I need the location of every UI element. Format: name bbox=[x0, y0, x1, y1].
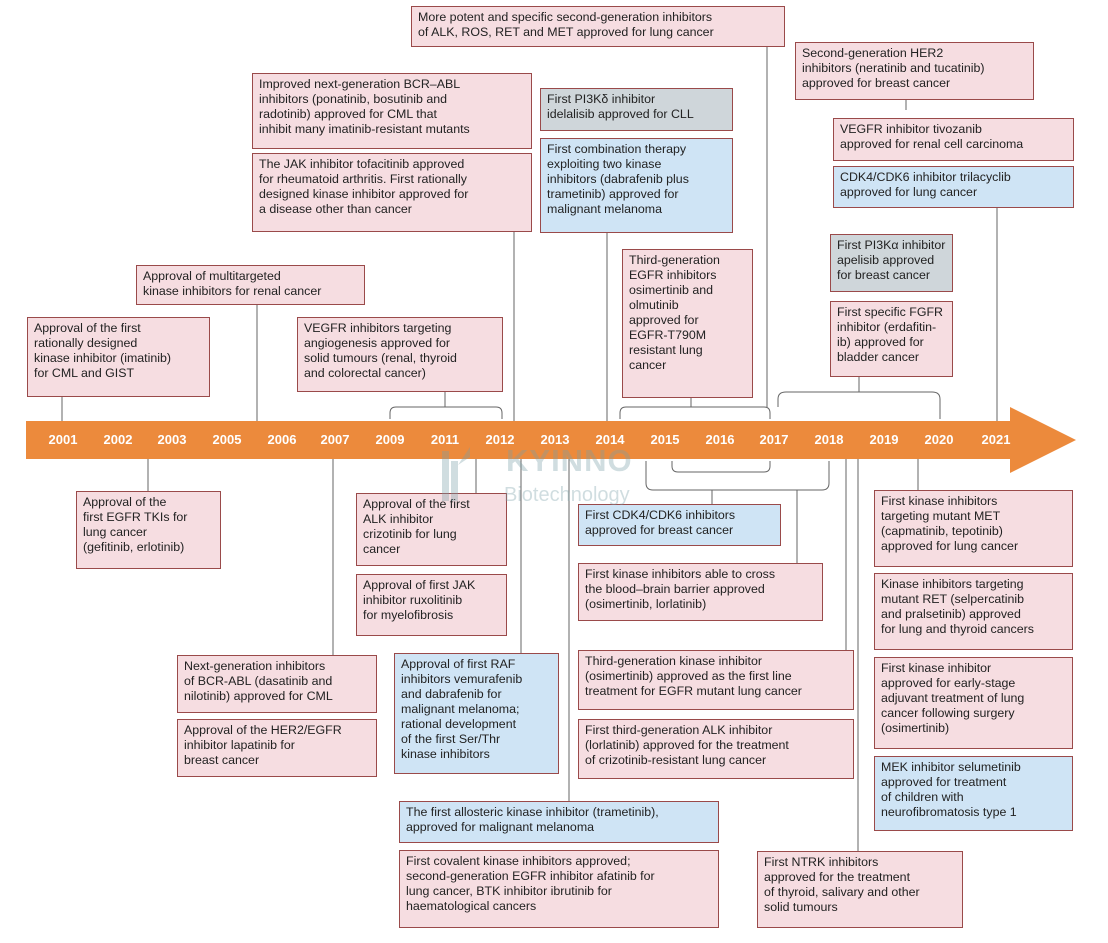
year-label: 2005 bbox=[212, 432, 242, 447]
event-box-2019a: First PI3Kα inhibitor apelisib approved … bbox=[830, 234, 953, 292]
event-box-2012b: The JAK inhibitor tofacitinib approved f… bbox=[252, 153, 532, 232]
year-label: 2020 bbox=[924, 432, 954, 447]
event-box-2003a: Approval of the first EGFR TKIs for lung… bbox=[76, 491, 221, 569]
event-box-2012a: Improved next-generation BCR–ABL inhibit… bbox=[252, 73, 532, 149]
year-label: 2002 bbox=[103, 432, 133, 447]
event-box-2020d: First kinase inhibitor approved for earl… bbox=[874, 657, 1073, 749]
event-box-2020b: First kinase inhibitors targeting mutant… bbox=[874, 490, 1073, 567]
year-label: 2003 bbox=[157, 432, 187, 447]
event-box-2021b: CDK4/CDK6 inhibitor trilacyclib approved… bbox=[833, 166, 1074, 208]
event-box-2015b: First CDK4/CDK6 inhibitors approved for … bbox=[578, 504, 781, 546]
year-label: 2012 bbox=[485, 432, 515, 447]
event-box-2014b: First combination therapy exploiting two… bbox=[540, 138, 733, 233]
timeline-arrow-head bbox=[1010, 407, 1076, 473]
event-box-2005: Approval of multitargeted kinase inhibit… bbox=[136, 265, 365, 305]
event-box-2015c: First kinase inhibitors able to cross th… bbox=[578, 563, 823, 621]
event-box-2020c: Kinase inhibitors targeting mutant RET (… bbox=[874, 573, 1073, 650]
timeline-arrow bbox=[26, 421, 1016, 459]
event-box-2011a: Approval of the first ALK inhibitor criz… bbox=[356, 493, 507, 566]
event-box-2015d: Third-generation kinase inhibitor (osime… bbox=[578, 650, 854, 710]
event-box-2021a: VEGFR inhibitor tivozanib approved for r… bbox=[833, 118, 1074, 161]
event-box-2020a: Second-generation HER2 inhibitors (nerat… bbox=[795, 42, 1034, 100]
year-label: 2006 bbox=[267, 432, 297, 447]
year-label: 2015 bbox=[650, 432, 680, 447]
event-box-2013a: The first allosteric kinase inhibitor (t… bbox=[399, 801, 719, 843]
year-label: 2018 bbox=[814, 432, 844, 447]
year-label: 2009 bbox=[375, 432, 405, 447]
event-box-2015a: Third-generation EGFR inhibitors osimert… bbox=[622, 249, 753, 398]
year-label: 2019 bbox=[869, 432, 899, 447]
year-label: 2011 bbox=[430, 432, 460, 447]
event-box-2013b: First covalent kinase inhibitors approve… bbox=[399, 850, 719, 928]
year-label: 2016 bbox=[705, 432, 735, 447]
year-label: 2014 bbox=[595, 432, 625, 447]
year-label: 2013 bbox=[540, 432, 570, 447]
event-box-2015e: First third-generation ALK inhibitor (lo… bbox=[578, 719, 854, 779]
event-box-2017: More potent and specific second-generati… bbox=[411, 6, 785, 47]
year-label: 2001 bbox=[48, 432, 78, 447]
event-box-2019b: First specific FGFR inhibitor (erdafitin… bbox=[830, 301, 953, 377]
event-box-2006: Next-generation inhibitors of BCR-ABL (d… bbox=[177, 655, 377, 713]
event-box-2018: First NTRK inhibitors approved for the t… bbox=[757, 851, 963, 928]
event-box-2009: VEGFR inhibitors targeting angiogenesis … bbox=[297, 317, 503, 392]
event-box-2001: Approval of the first rationally designe… bbox=[27, 317, 210, 397]
year-label: 2017 bbox=[759, 432, 789, 447]
year-label: 2007 bbox=[320, 432, 350, 447]
event-box-2007: Approval of the HER2/EGFR inhibitor lapa… bbox=[177, 719, 377, 777]
year-label: 2021 bbox=[981, 432, 1011, 447]
event-box-2011c: Approval of first RAF inhibitors vemuraf… bbox=[394, 653, 559, 774]
event-box-2020e: MEK inhibitor selumetinib approved for t… bbox=[874, 756, 1073, 831]
event-box-2014a: First PI3Kδ inhibitor idelalisib approve… bbox=[540, 88, 733, 131]
event-box-2011b: Approval of first JAK inhibitor ruxoliti… bbox=[356, 574, 507, 636]
